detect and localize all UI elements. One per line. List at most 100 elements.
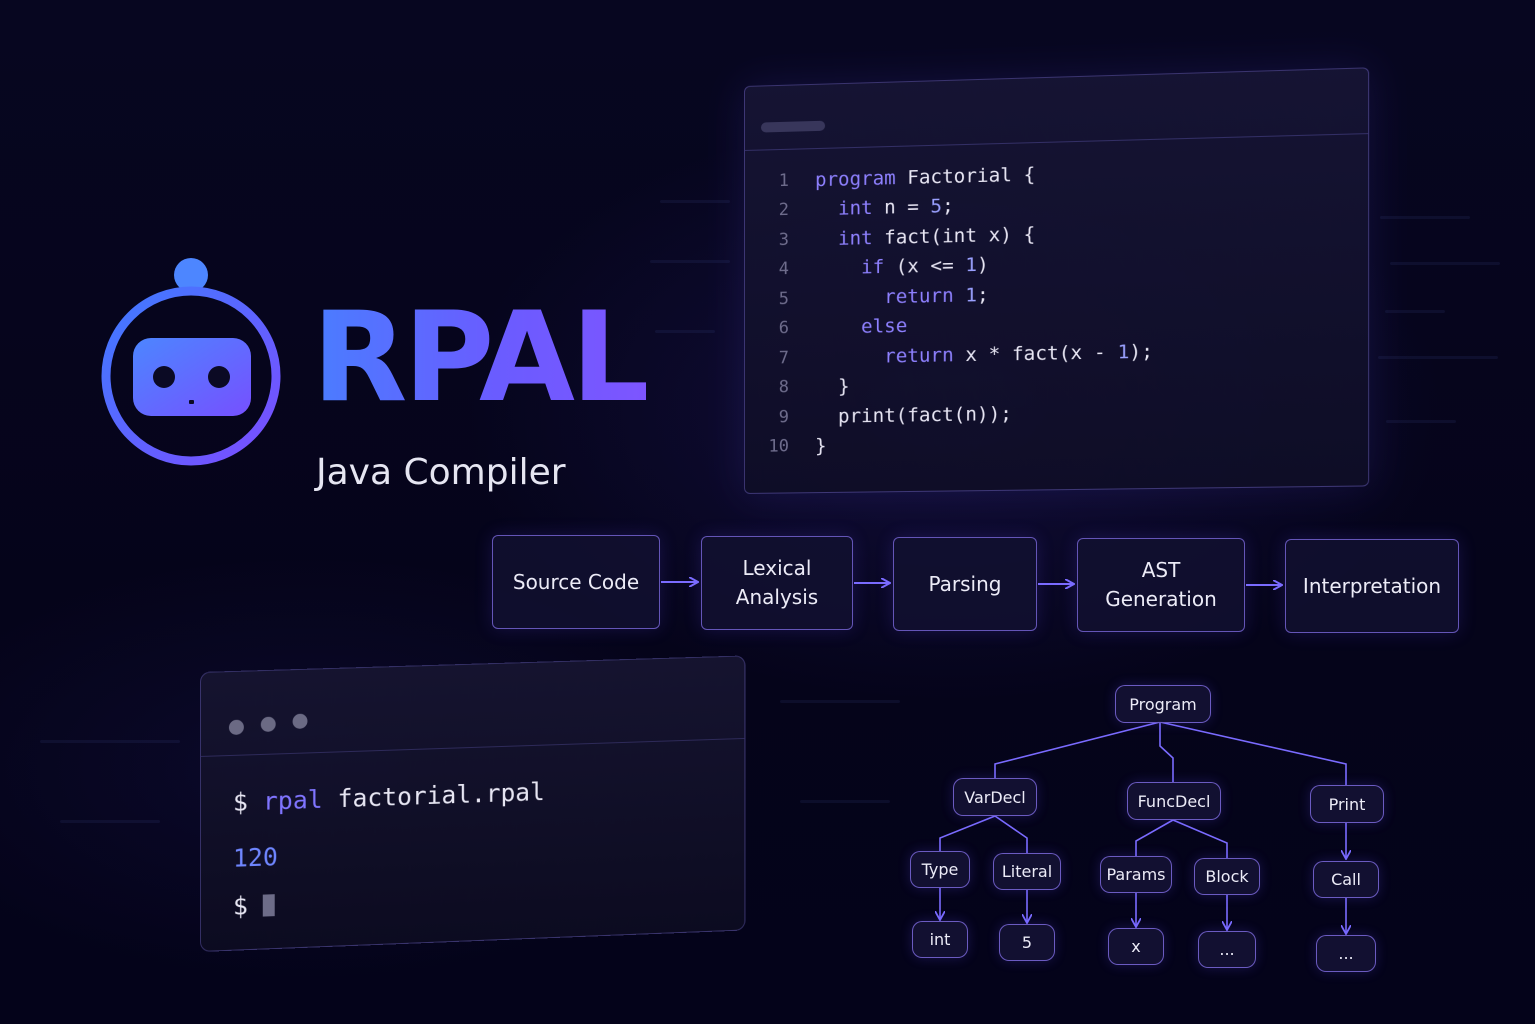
terminal-prompt: $ xyxy=(232,891,248,921)
code-keyword: program xyxy=(815,166,896,191)
pipeline-stage-source-code: Source Code xyxy=(492,535,660,629)
ast-node-type: Type xyxy=(910,851,970,888)
ast-node-program: Program xyxy=(1115,685,1211,723)
terminal-output: 120 xyxy=(232,842,278,873)
ast-edge xyxy=(939,815,996,851)
line-number: 10 xyxy=(768,436,789,457)
line-number: 4 xyxy=(778,259,789,280)
bg-code-streak xyxy=(660,200,730,203)
line-number: 2 xyxy=(778,200,789,221)
bg-code-streak xyxy=(1390,262,1500,265)
terminal-window: $ rpal factorial.rpal 120 $ xyxy=(200,655,746,952)
bg-code-streak xyxy=(800,800,890,803)
code-indent xyxy=(815,198,838,221)
pipeline-stage-label: Lexical Analysis xyxy=(735,556,819,609)
line-number: 3 xyxy=(778,229,789,250)
code-indent xyxy=(815,376,838,398)
code-indent xyxy=(815,286,884,310)
code-text: n = xyxy=(872,195,931,220)
bg-code-streak xyxy=(650,260,730,263)
ast-node-call-ellipsis: ... xyxy=(1316,935,1376,972)
code-indent xyxy=(815,316,861,339)
bg-code-streak xyxy=(1385,310,1445,313)
ast-edge xyxy=(1159,721,1347,785)
line-number: 8 xyxy=(778,377,789,398)
terminal-command: rpal xyxy=(262,784,323,816)
ast-edge xyxy=(1159,722,1174,782)
bg-code-streak xyxy=(60,820,160,823)
code-keyword: int xyxy=(838,226,873,250)
bg-code-streak xyxy=(1380,216,1470,219)
bg-code-streak xyxy=(655,330,715,333)
code-keyword: if xyxy=(861,256,885,279)
bg-code-streak xyxy=(1378,356,1498,359)
code-keyword: else xyxy=(861,315,908,339)
ast-edge xyxy=(994,721,1161,778)
ast-edge xyxy=(1135,819,1174,856)
code-indent xyxy=(815,345,884,368)
code-text: ; xyxy=(942,195,954,218)
ast-node-funcdecl: FuncDecl xyxy=(1127,782,1221,820)
code-keyword: return xyxy=(884,343,954,368)
line-number: 5 xyxy=(778,288,789,310)
terminal-titlebar xyxy=(200,656,745,757)
pipeline-stage-label: Parsing xyxy=(928,571,1002,596)
editor-titlebar xyxy=(744,68,1369,151)
terminal-prompt: $ xyxy=(232,787,248,817)
code-number: 5 xyxy=(930,195,943,218)
line-number: 9 xyxy=(778,407,789,428)
code-text: Factorial { xyxy=(895,163,1036,189)
window-dot-icon xyxy=(260,716,276,733)
code-text: (x <= xyxy=(884,254,966,279)
code-editor-window: 1 program Factorial { 2 int n = 5; 3 int fa… xyxy=(744,67,1370,494)
robot-head-icon xyxy=(101,258,281,466)
code-text xyxy=(954,284,966,306)
code-keyword: int xyxy=(838,197,873,220)
terminal-prompt-line: $ xyxy=(233,890,275,921)
pipeline-stage-label: Source Code xyxy=(512,569,640,594)
bg-code-streak xyxy=(780,700,900,703)
pipeline-stage-ast-generation: AST Generation xyxy=(1077,538,1245,632)
code-text: x * fact(x - xyxy=(953,340,1118,367)
ast-node-block: Block xyxy=(1194,858,1260,895)
ast-node-block-ellipsis: ... xyxy=(1198,931,1256,968)
code-lines: 1 program Factorial { 2 int n = 5; 3 int fa… xyxy=(745,151,1368,462)
code-text: fact(int x) { xyxy=(872,222,1036,249)
editor-tab-pill xyxy=(760,120,826,133)
code-indent xyxy=(815,228,838,251)
brand-subtitle: Java Compiler xyxy=(316,452,566,493)
code-text: } xyxy=(838,375,850,398)
code-number: 1 xyxy=(965,254,977,277)
bg-code-streak xyxy=(1386,420,1456,423)
terminal-command-line: $ rpal factorial.rpal xyxy=(233,777,545,817)
pipeline-stage-interpretation: Interpretation xyxy=(1285,539,1459,633)
code-text: ; xyxy=(976,283,989,307)
code-indent xyxy=(815,405,838,427)
ast-node-call: Call xyxy=(1313,861,1379,898)
ast-node-params: Params xyxy=(1100,856,1172,893)
pipeline-stage-label: Interpretation xyxy=(1302,573,1442,598)
ast-edge xyxy=(1172,819,1228,858)
code-text: print(fact(n)); xyxy=(838,402,1012,428)
line-number: 6 xyxy=(778,318,789,339)
code-text: ); xyxy=(1129,340,1153,364)
pipeline-stage-lexical-analysis: Lexical Analysis xyxy=(701,536,853,630)
line-number: 1 xyxy=(778,170,789,191)
ast-node-print: Print xyxy=(1310,785,1384,823)
code-keyword: return xyxy=(884,284,954,308)
pipeline-stage-parsing: Parsing xyxy=(893,537,1037,631)
ast-node-literal: Literal xyxy=(993,853,1061,890)
ast-node-literal-value: 5 xyxy=(999,924,1055,961)
terminal-argument: factorial.rpal xyxy=(337,777,545,814)
ast-node-int: int xyxy=(912,921,968,958)
window-dot-icon xyxy=(292,713,308,730)
pipeline-stage-label: AST Generation xyxy=(1105,558,1217,611)
code-number: 1 xyxy=(965,283,977,307)
ast-node-vardecl: VarDecl xyxy=(953,778,1037,816)
code-indent xyxy=(815,257,861,280)
code-text: } xyxy=(815,435,827,458)
ast-node-param-x: x xyxy=(1108,928,1164,965)
line-number: 7 xyxy=(778,347,789,369)
brand-title: RPAL xyxy=(312,286,650,430)
